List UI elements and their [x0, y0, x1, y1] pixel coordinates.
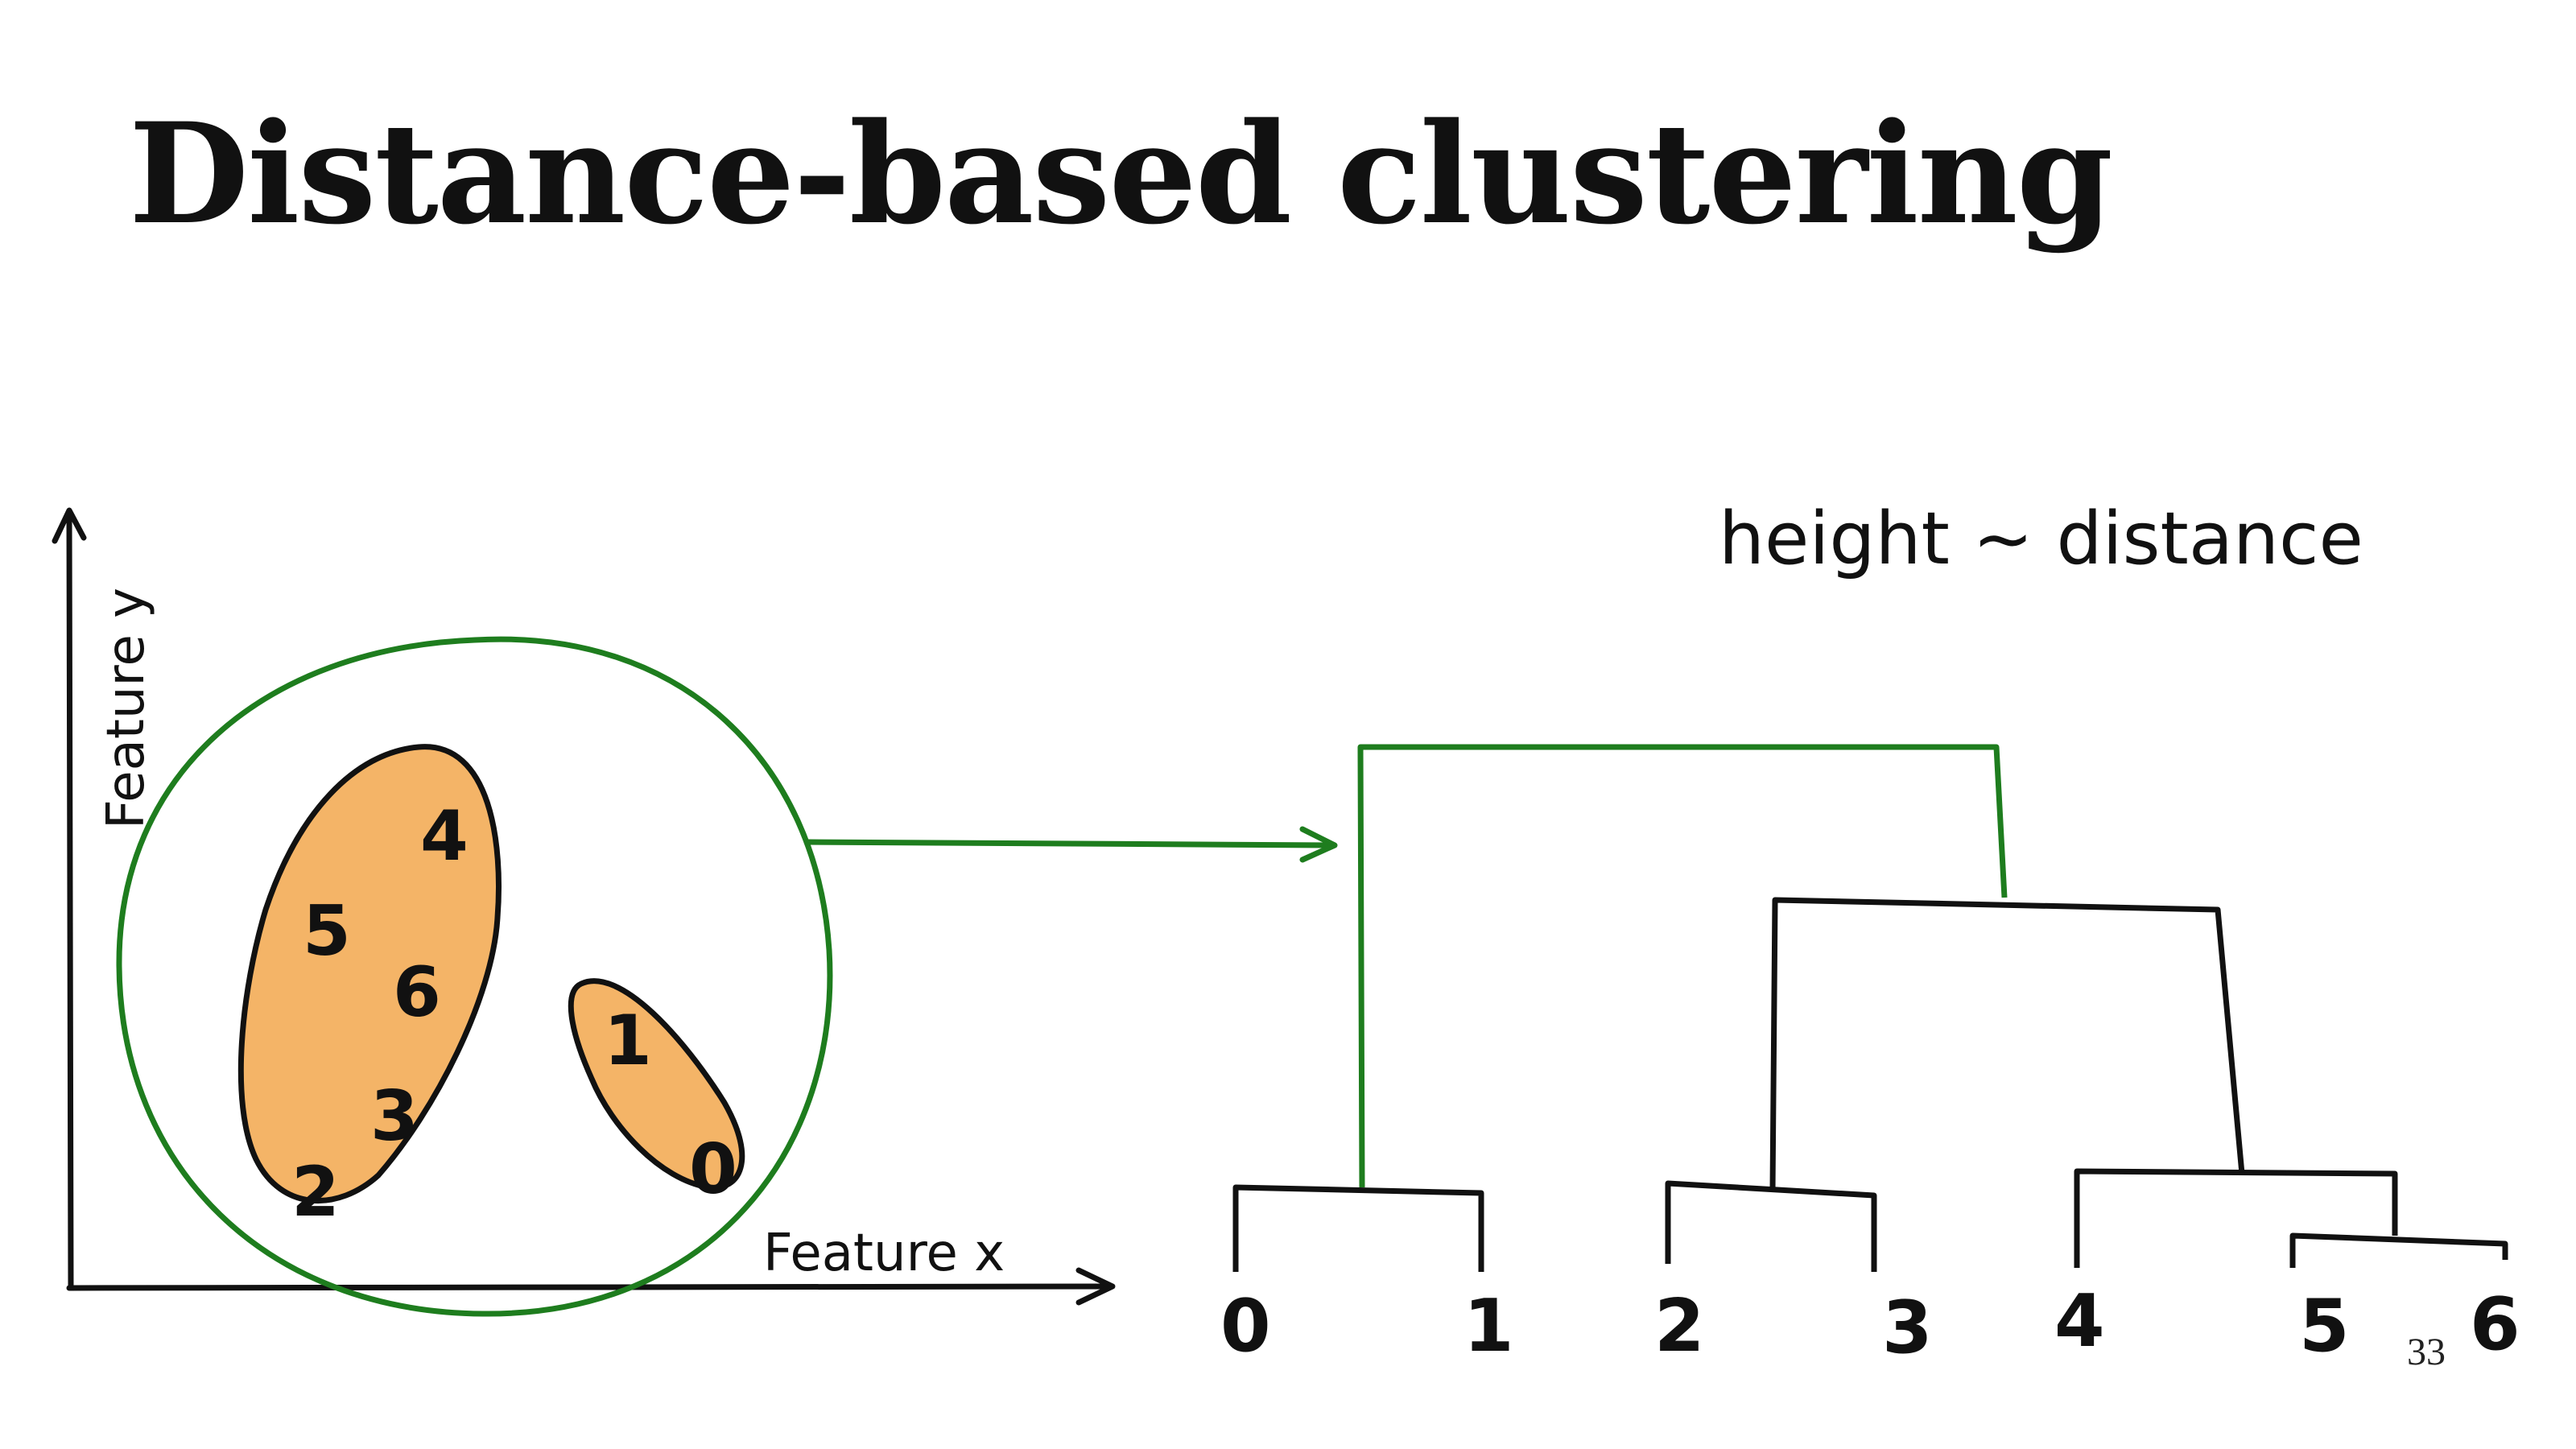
- top-merge-link: [1357, 744, 2008, 1188]
- merge-4-56: [2074, 1168, 2398, 1268]
- small-cluster-blob: [568, 978, 745, 1191]
- y-axis-label: Feature y: [97, 588, 156, 829]
- leaf-label-4: 4: [2054, 1279, 2105, 1364]
- dendrogram: height ~ distance 0 1 2 3 4 5 6: [1220, 497, 2520, 1370]
- height-distance-annotation: height ~ distance: [1719, 497, 2363, 581]
- point-label-3: 3: [370, 1076, 419, 1157]
- merge-2-3: [1665, 1180, 1877, 1272]
- leaf-label-2: 2: [1654, 1284, 1705, 1368]
- leaf-label-0: 0: [1220, 1284, 1271, 1368]
- point-label-6: 6: [393, 952, 441, 1033]
- y-axis: [66, 512, 74, 1291]
- merge-23-456: [1769, 897, 2245, 1191]
- scatter-plot: Feature y Feature x 4 5 6 3 2 1 0: [52, 507, 1116, 1317]
- point-label-5: 5: [303, 891, 351, 972]
- leaf-label-5: 5: [2299, 1284, 2350, 1368]
- outer-cluster-circle: [116, 636, 833, 1317]
- merge-0-1: [1232, 1184, 1484, 1272]
- leaf-label-6: 6: [2470, 1282, 2520, 1367]
- connector-arrow: [803, 826, 1338, 863]
- slide-title: Distance-based clustering: [129, 92, 2113, 255]
- big-cluster-blob: [237, 744, 502, 1204]
- x-axis: [66, 1283, 1114, 1291]
- x-axis-label: Feature x: [763, 1224, 1005, 1283]
- merge-5-6: [2289, 1232, 2508, 1268]
- point-label-1: 1: [604, 1001, 652, 1081]
- leaf-label-1: 1: [1463, 1284, 1514, 1368]
- point-label-0: 0: [689, 1129, 737, 1210]
- leaf-label-3: 3: [1882, 1286, 1933, 1370]
- y-axis-arrowhead: [52, 507, 87, 544]
- x-axis-arrowhead: [1075, 1267, 1116, 1306]
- point-label-2: 2: [291, 1152, 340, 1232]
- point-label-4: 4: [420, 796, 469, 877]
- page-number: 33: [2407, 1331, 2446, 1373]
